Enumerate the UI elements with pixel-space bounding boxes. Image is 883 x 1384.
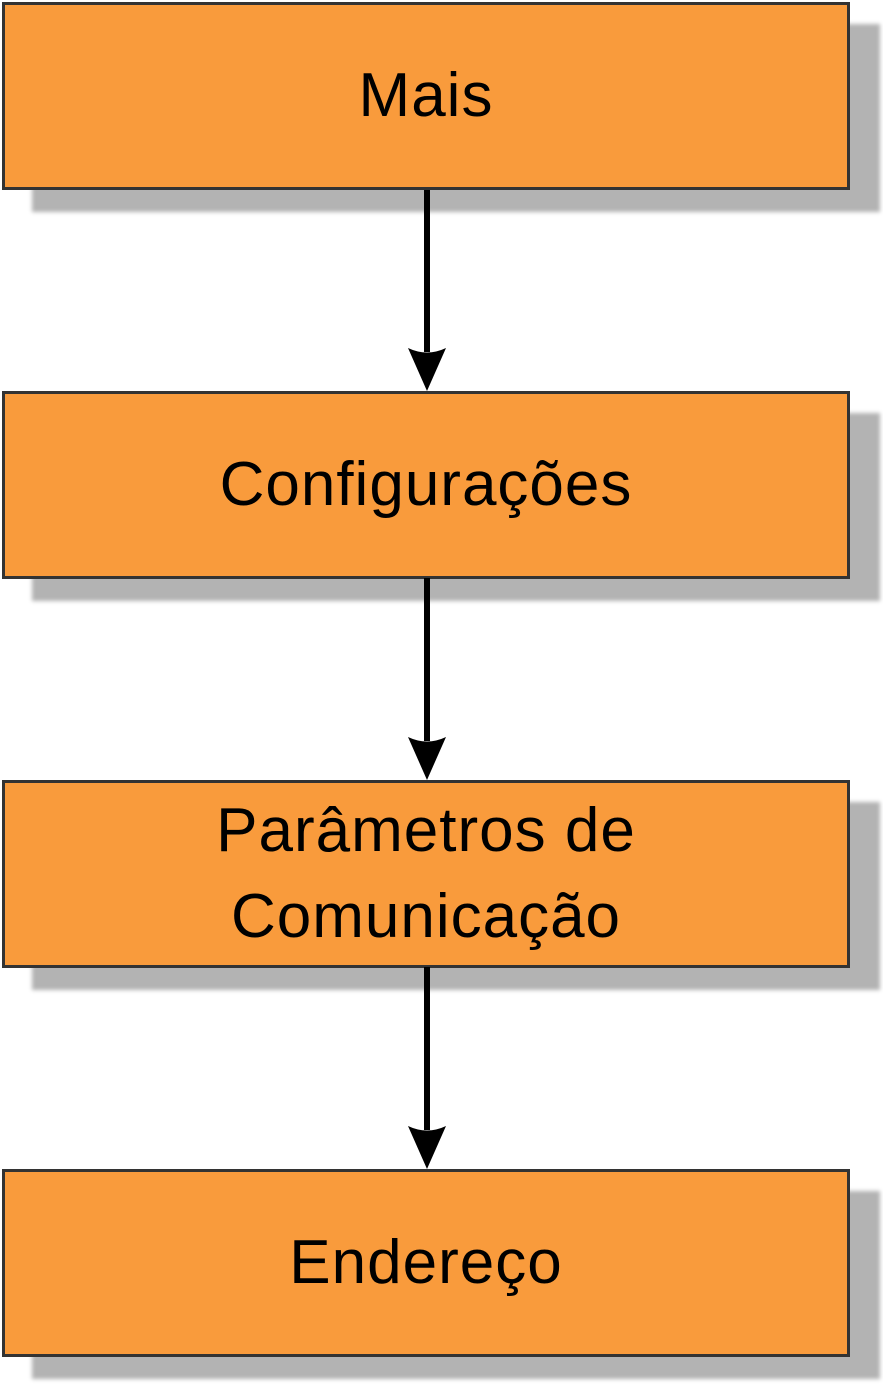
flow-node-endereco: Endereço <box>2 1169 850 1357</box>
arrow-down-icon <box>408 967 446 1169</box>
flow-node-configuracoes: Configurações <box>2 391 850 579</box>
flow-node-parametros-de-comunicacao: Parâmetros de Comunicação <box>2 780 850 968</box>
arrowhead <box>408 1126 446 1169</box>
arrowhead <box>408 737 446 780</box>
flow-node-parametros-de-comunicacao-label: Parâmetros de Comunicação <box>216 796 636 951</box>
flow-node-mais: Mais <box>2 2 850 190</box>
arrowhead <box>408 348 446 391</box>
arrow-down-icon <box>408 190 446 391</box>
flow-node-configuracoes-label: Configurações <box>219 450 633 519</box>
arrow-down-icon <box>408 578 446 780</box>
flow-node-endereco-label: Endereço <box>289 1228 563 1297</box>
flow-node-mais-label: Mais <box>358 61 494 130</box>
